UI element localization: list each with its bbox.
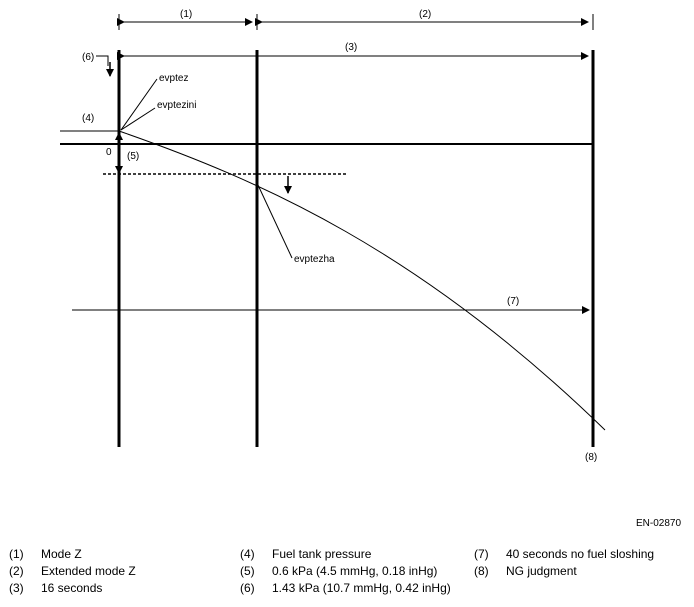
zero-label: 0 [106,147,112,158]
legend-item: (6) 1.43 kPa (10.7 mmHg, 0.42 inHg) [240,580,451,597]
legend-number: (7) [474,547,489,561]
legend-number: (2) [9,564,24,578]
leader-evptezini [120,107,156,131]
legend-item: (3) 16 seconds [9,580,136,597]
legend-text: 40 seconds no fuel sloshing [506,547,655,561]
annotation-evptezini: evptezini [157,100,196,111]
leader-evptez [120,78,158,131]
legend-item: (7) 40 seconds no fuel sloshing [474,546,654,563]
legend-number: (5) [240,564,255,578]
legend-number: (4) [240,547,255,561]
legend-number: (8) [474,564,489,578]
legend-item: (1) Mode Z [9,546,136,563]
legend-text: 16 seconds [41,581,103,595]
pressure-curve [118,130,606,431]
legend-item: (5) 0.6 kPa (4.5 mmHg, 0.18 inHg) [240,563,451,580]
legend-text: 1.43 kPa (10.7 mmHg, 0.42 inHg) [272,581,451,595]
legend-text: Fuel tank pressure [272,547,372,561]
marker-3: (3) [345,42,357,53]
marker-2: (2) [419,9,431,20]
figure-code: EN-02870 [636,518,682,529]
legend-text: NG judgment [506,564,577,578]
annotation-evptez: evptez [159,73,188,84]
legend-number: (6) [240,581,255,595]
annotation-evptezha: evptezha [294,254,335,265]
legend-text: Mode Z [41,547,82,561]
marker-8: (8) [585,452,597,463]
legend-column-2: (4) Fuel tank pressure (5) 0.6 kPa (4.5 mm… [240,546,451,597]
leader-line-6 [96,55,109,66]
marker-1: (1) [180,9,192,20]
legend-item: (2) Extended mode Z [9,563,136,580]
legend-number: (1) [9,547,24,561]
legend-column-3: (7) 40 seconds no fuel sloshing (8) NG jud… [474,546,654,580]
legend-text: 0.6 kPa (4.5 mmHg, 0.18 inHg) [272,564,438,578]
legend-number: (3) [9,581,24,595]
marker-5: (5) [127,151,139,162]
marker-7: (7) [507,296,519,307]
legend-column-1: (1) Mode Z (2) Extended mode Z (3) 16 secon… [9,546,136,597]
legend-text: Extended mode Z [41,564,136,578]
marker-6: (6) [82,52,94,63]
legend-item: (4) Fuel tank pressure [240,546,451,563]
marker-4: (4) [82,113,94,124]
leader-evptezha [257,184,293,259]
legend-item: (8) NG judgment [474,563,654,580]
